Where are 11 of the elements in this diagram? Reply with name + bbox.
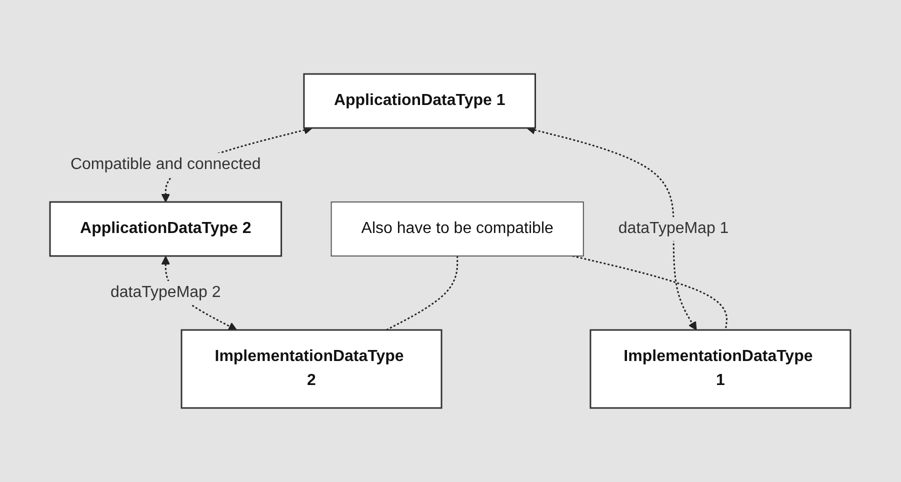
- edge-label: Compatible and connected: [70, 156, 262, 173]
- arrow: [527, 126, 698, 330]
- node-box: [181, 329, 443, 409]
- edge-label: dataTypeMap 2: [110, 284, 222, 301]
- node-box: [331, 202, 584, 256]
- connector: [386, 256, 458, 331]
- edge-label: dataTypeMap 1: [618, 220, 729, 237]
- connector: [572, 255, 728, 330]
- node-box: [50, 201, 282, 257]
- node-box: [590, 329, 852, 409]
- node-box: [303, 73, 536, 129]
